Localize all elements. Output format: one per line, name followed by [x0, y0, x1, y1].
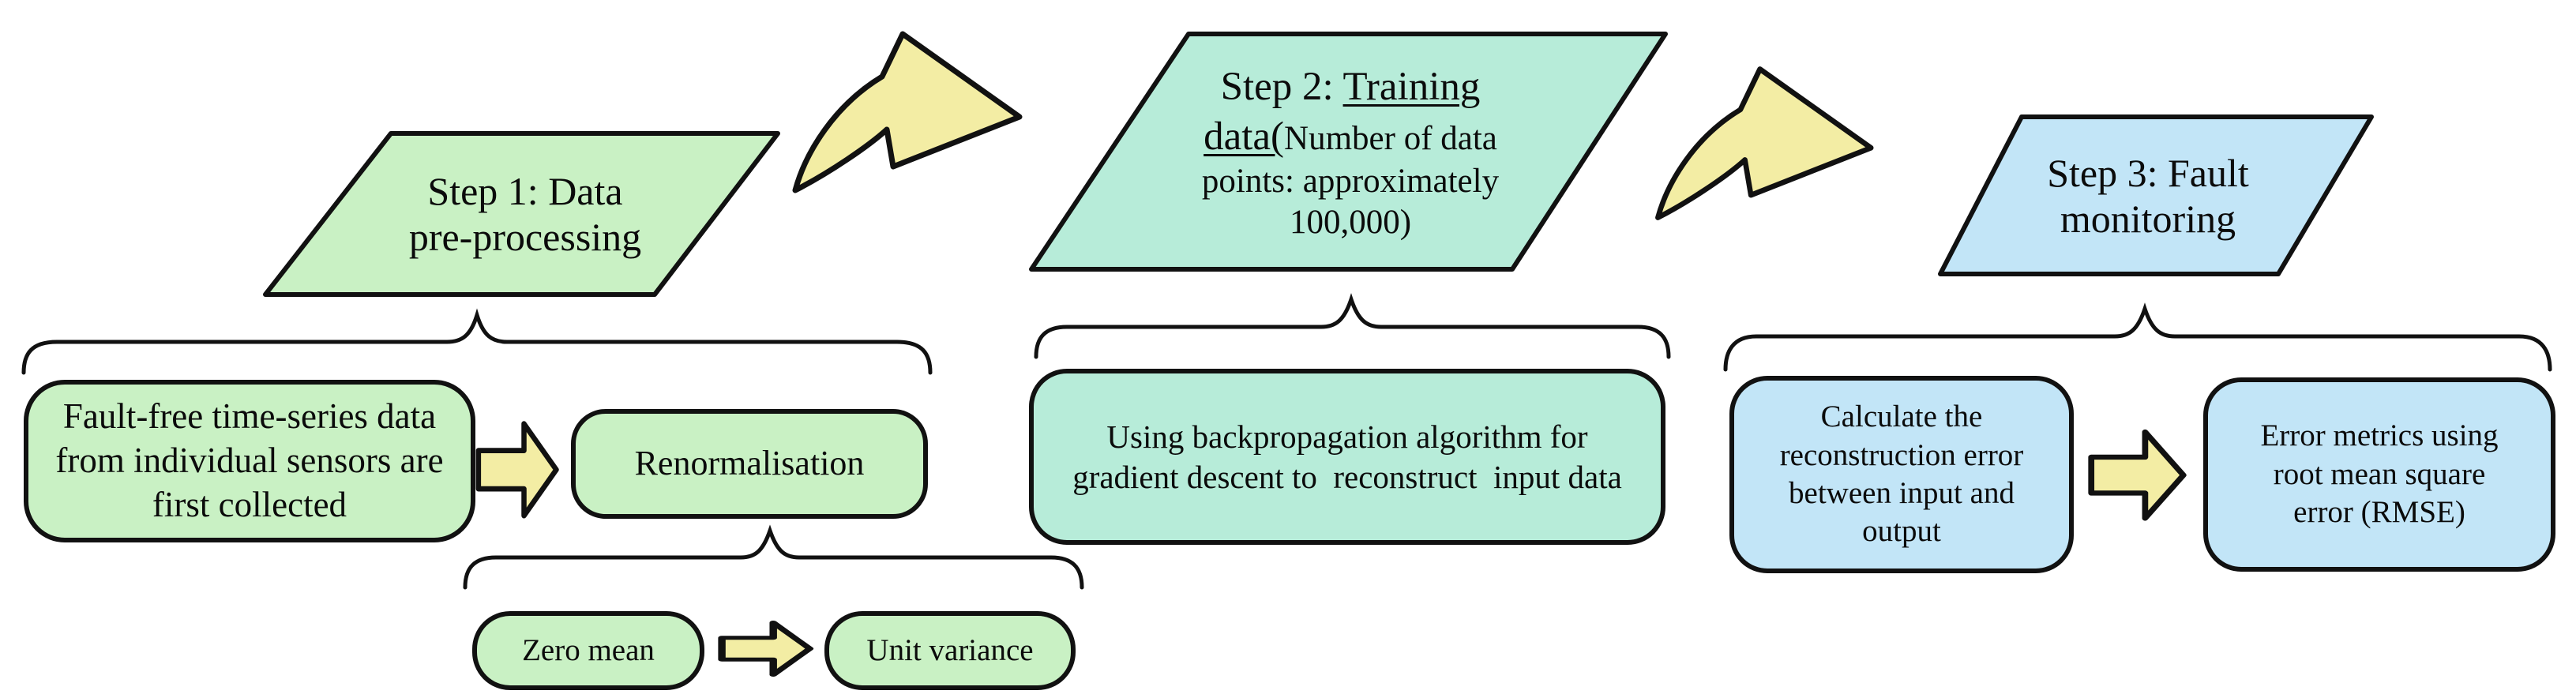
renormalisation-box: Renormalisation [571, 409, 928, 519]
step3-title: Step 3: Fault monitoring [2047, 151, 2249, 241]
brace-step1 [21, 308, 933, 375]
block-arrow-2-icon [718, 621, 814, 677]
brace-renormalisation [463, 524, 1084, 590]
step1-title: Step 1: Data pre-processing [408, 169, 642, 259]
brace-step3 [1723, 302, 2552, 372]
reconstruction-error-box: Calculate the reconstruction error betwe… [1729, 376, 2074, 573]
unit-variance-box: Unit variance [824, 611, 1076, 690]
brace-step2 [1034, 293, 1671, 359]
block-arrow-3-icon [2088, 429, 2187, 521]
step2-title-line4: 100,000) [1289, 204, 1412, 242]
step2-title-line2: data(Number of data [1204, 114, 1497, 159]
step2-title: Step 2: Training data(Number of data poi… [1106, 47, 1595, 259]
step2-title-line3: points: approximately [1201, 162, 1500, 200]
block-arrow-1-icon [475, 421, 559, 519]
step2-title-line1: Step 2: Training [1220, 65, 1481, 110]
step3-parallelogram [1938, 114, 2374, 276]
curved-arrow-2-icon [1655, 66, 1874, 220]
collect-box: Fault-free time-series data from individ… [24, 380, 475, 542]
step1-parallelogram [263, 131, 780, 297]
backprop-box: Using backpropagation algorithm for grad… [1029, 369, 1665, 545]
curved-arrow-1-icon [792, 31, 1023, 193]
rmse-box: Error metrics using root mean square err… [2203, 377, 2555, 572]
step2-parallelogram [1029, 32, 1668, 272]
zero-mean-box: Zero mean [472, 611, 704, 690]
